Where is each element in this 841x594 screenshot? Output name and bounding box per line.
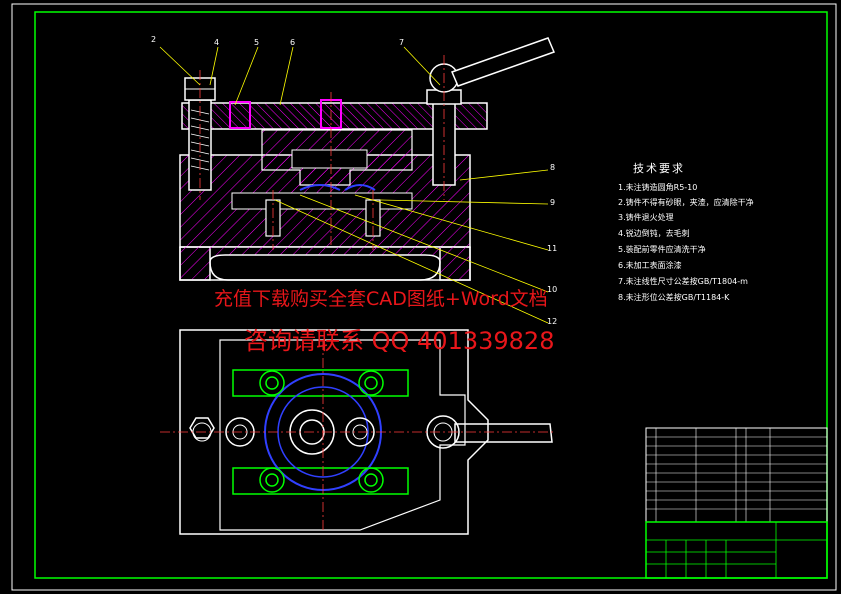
tech-requirement-item: 3.铸件退火处理 <box>618 213 674 222</box>
leader-lines <box>159 46 549 324</box>
balloon-6: 6 <box>290 38 295 47</box>
watermark-line-1: 充值下载购买全套CAD图纸+Word文档 <box>214 288 548 310</box>
tech-requirement-item: 7.未注线性尺寸公差按GB/T1804-m <box>618 277 748 286</box>
tech-requirement-item: 8.未注形位公差按GB/T1184-K <box>618 293 730 302</box>
tech-requirement-item: 4.锐边倒钝，去毛刺 <box>618 229 690 238</box>
top-view <box>160 329 555 535</box>
balloon-4: 4 <box>214 38 219 47</box>
tech-requirement-item: 5.装配前零件应清洗干净 <box>618 245 706 254</box>
tech-requirements-title: 技术要求 <box>633 162 685 175</box>
watermark-line-2: 咨询请联系 QQ 401339828 <box>244 327 555 355</box>
tech-requirement-item: 6.未加工表面涂漆 <box>618 261 682 270</box>
balloon-5: 5 <box>254 38 259 47</box>
front-section-view <box>179 37 556 281</box>
balloon-10: 10 <box>547 285 557 294</box>
balloon-9: 9 <box>550 198 555 207</box>
title-block <box>645 427 828 579</box>
inner-frame <box>34 11 828 579</box>
balloon-2: 2 <box>151 35 156 44</box>
outer-frame <box>11 3 837 591</box>
balloon-labels: 2 4 5 6 7 8 9 10 11 12 <box>151 35 557 326</box>
tech-requirement-item: 2.铸件不得有砂眼，夹渣，应清除干净 <box>618 198 754 207</box>
balloon-7: 7 <box>399 38 404 47</box>
tech-requirement-item: 1.未注铸造圆角R5-10 <box>618 183 698 192</box>
balloon-11: 11 <box>547 244 557 253</box>
balloon-8: 8 <box>550 163 555 172</box>
balloon-12: 12 <box>547 317 557 326</box>
